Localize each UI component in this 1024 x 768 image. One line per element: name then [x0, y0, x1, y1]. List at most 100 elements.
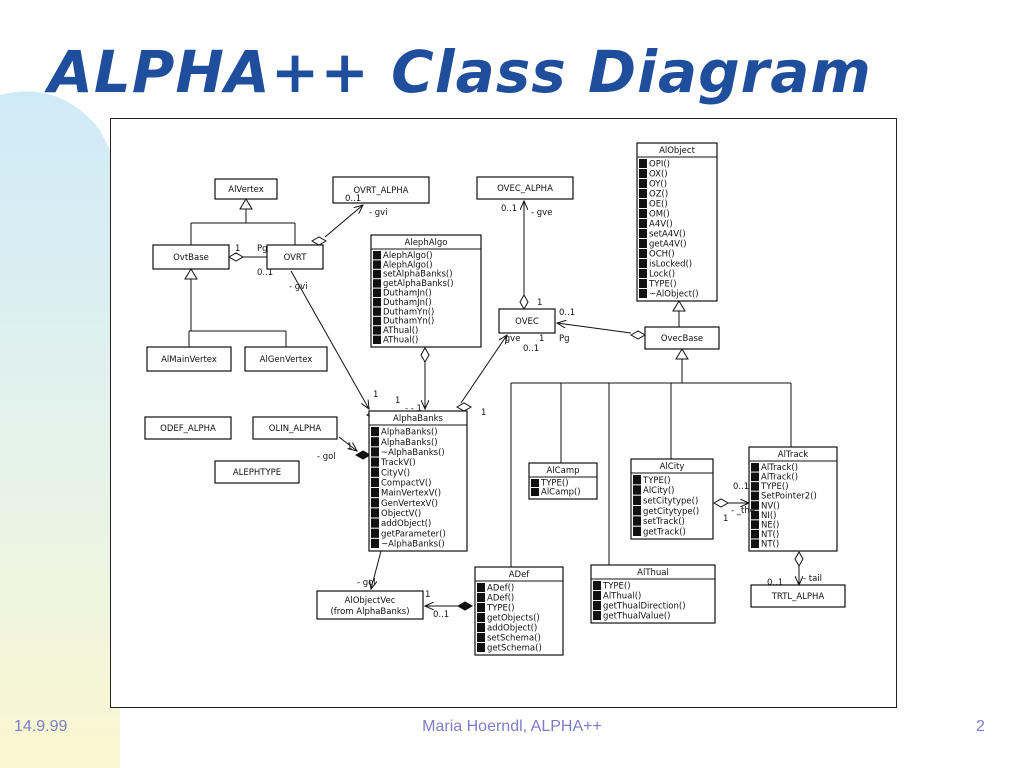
method-visibility-marker	[371, 528, 379, 538]
edge-label: 1	[425, 590, 430, 600]
class-alephtype: ALEPHTYPE	[214, 460, 300, 484]
edge-label: - gol	[357, 578, 376, 588]
method-item: AlephAlgo()	[383, 251, 433, 261]
method-item: getObjects()	[487, 614, 540, 624]
method-visibility-marker	[593, 581, 601, 590]
method-item: setCitytype()	[643, 497, 698, 507]
method-item: AlCity()	[643, 486, 674, 496]
inheritance-triangle-alvertex	[239, 198, 253, 210]
class-name: OVRT_ALPHA	[354, 186, 409, 196]
method-visibility-marker	[373, 251, 381, 260]
method-visibility-marker	[371, 538, 379, 548]
method-item: MainVertexV()	[381, 489, 441, 499]
method-item: AlThual()	[603, 592, 641, 602]
method-visibility-marker	[371, 447, 379, 457]
method-visibility-marker	[371, 477, 379, 487]
edge-label: - gvi	[369, 208, 388, 218]
method-visibility-marker	[639, 159, 647, 168]
method-item: isLocked()	[649, 260, 692, 270]
class-name: AlCity	[660, 462, 685, 472]
class-alvertex: AlVertex	[214, 178, 278, 200]
method-item: ~AlphaBanks()	[381, 540, 445, 550]
method-visibility-marker	[477, 643, 485, 652]
method-visibility-marker	[373, 269, 381, 279]
class-name: AlphaBanks	[393, 414, 444, 424]
class-ovrt-alpha: OVRT_ALPHA	[332, 176, 430, 204]
method-item: AlphaBanks()	[381, 438, 438, 448]
method-visibility-marker	[373, 307, 381, 316]
method-item: getSchema()	[487, 644, 542, 654]
method-visibility-marker	[477, 623, 485, 632]
class-alobjectvec: AlObjectVec(from AlphaBanks)	[316, 590, 424, 620]
method-item: ~AlphaBanks()	[381, 448, 445, 458]
method-item: AThual()	[383, 336, 418, 346]
method-visibility-marker	[373, 316, 381, 326]
aggregation-diamond	[712, 498, 730, 508]
class-olin-alpha: OLIN_ALPHA	[252, 416, 338, 440]
inheritance-triangle-ovtbase	[184, 268, 198, 280]
method-visibility-marker	[633, 506, 641, 516]
method-item: AlphaBanks()	[381, 428, 438, 438]
method-item: GenVertexV()	[381, 499, 438, 509]
method-visibility-marker	[593, 591, 601, 600]
method-visibility-marker	[751, 539, 759, 548]
method-visibility-marker	[477, 603, 485, 612]
class-name: AlMainVertex	[161, 355, 217, 365]
edge	[338, 436, 357, 451]
class-name: AlObject	[659, 146, 696, 156]
footer-page-number: 2	[976, 718, 985, 735]
method-item: AlephAlgo()	[383, 260, 433, 270]
class-name: AlGenVertex	[260, 355, 313, 365]
method-visibility-marker	[639, 179, 647, 188]
class-name: OVRT	[284, 253, 308, 263]
method-item: DuthamYn()	[383, 317, 434, 327]
method-item: OE()	[649, 200, 668, 210]
edge	[371, 550, 382, 589]
method-item: getAlphaBanks()	[383, 279, 454, 289]
edge	[460, 335, 507, 404]
method-visibility-marker	[751, 501, 759, 510]
method-visibility-marker	[633, 495, 641, 505]
method-item: getThualDirection()	[603, 602, 686, 612]
method-visibility-marker	[371, 437, 379, 447]
method-visibility-marker	[639, 239, 647, 248]
edge-label: - - 1	[405, 404, 422, 414]
class-alphabanks: AlphaBanksAlphaBanks()AlphaBanks()~Alpha…	[368, 410, 468, 552]
class-almainvertex: AlMainVertex	[146, 346, 232, 372]
aggregation-diamond	[227, 252, 245, 262]
background-gradient-band	[0, 91, 120, 768]
edge-label: 0..1	[559, 308, 575, 318]
class-name: AlVertex	[228, 185, 264, 195]
method-item: ADef()	[487, 584, 514, 594]
method-item: AlCamp()	[541, 488, 581, 498]
class-name: AlephAlgo	[405, 238, 448, 248]
class-name: AlCamp	[547, 466, 580, 476]
aggregation-diamond	[455, 402, 473, 412]
edge-label: 0..1	[433, 610, 449, 620]
method-item: CityV()	[381, 468, 410, 478]
class-trtl-alpha: TRTL_ALPHA	[750, 584, 846, 608]
edge-label: - gvi	[289, 282, 308, 292]
method-visibility-marker	[639, 189, 647, 198]
class-name: OvecBase	[661, 334, 703, 344]
method-visibility-marker	[633, 516, 641, 526]
method-visibility-marker	[639, 229, 647, 238]
method-visibility-marker	[639, 219, 647, 228]
class-aldef: ADefADef()ADef()TYPE()getObjects()addObj…	[474, 566, 564, 656]
edge-label: 0..1	[257, 268, 273, 278]
method-visibility-marker	[373, 279, 381, 288]
method-visibility-marker	[751, 491, 759, 501]
edge	[290, 270, 369, 409]
method-item: Lock()	[649, 270, 675, 280]
method-visibility-marker	[373, 335, 381, 344]
method-item: ObjectV()	[381, 509, 421, 519]
method-item: CompactV()	[381, 479, 431, 489]
class-name: AlObjectVec	[345, 596, 396, 606]
inheritance-triangle-ovecbase	[675, 348, 689, 360]
edge	[324, 205, 363, 238]
edge-label: 0..1	[523, 344, 539, 354]
method-item: DuthamJn()	[383, 289, 432, 299]
